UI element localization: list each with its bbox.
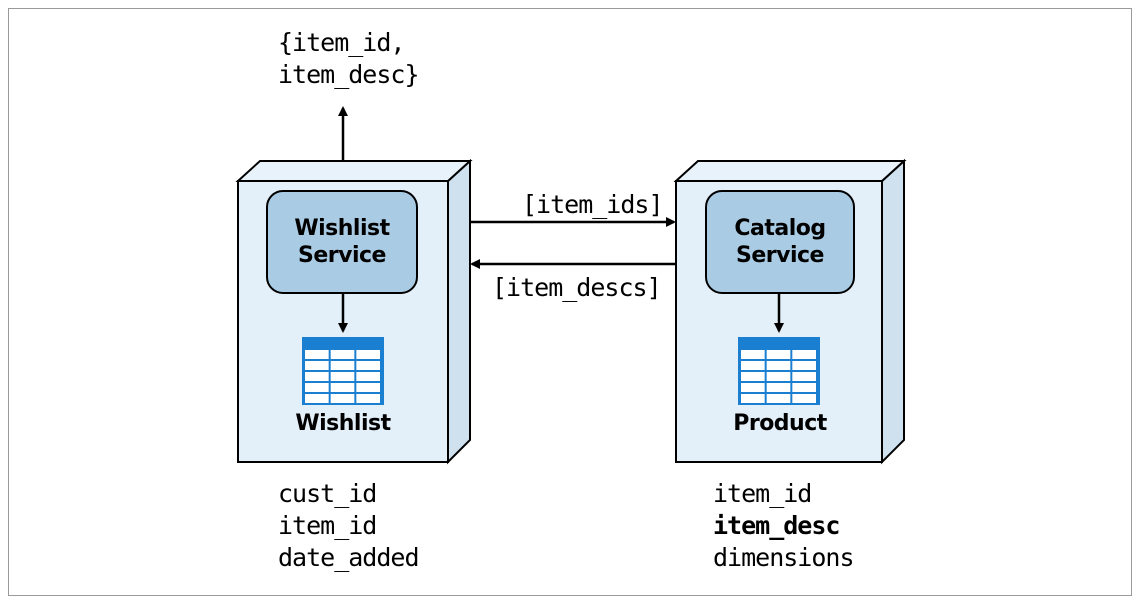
catalog-box-top	[673, 160, 907, 182]
table-cell	[792, 394, 816, 403]
wishlist-field: date_added	[278, 543, 420, 572]
product-table-icon	[738, 337, 820, 405]
table-cell	[305, 361, 329, 370]
wishlist-service-label-line1: Wishlist	[294, 216, 390, 241]
wishlist-fields: cust_id item_id date_added	[278, 478, 420, 574]
table-cell	[792, 372, 816, 381]
table-cell	[766, 394, 791, 403]
wishlist-table-label: Wishlist	[295, 411, 391, 436]
table-cell	[356, 383, 380, 392]
response-label: [item_descs]	[492, 273, 662, 302]
table-cell	[356, 350, 380, 359]
catalog-service-label-line2: Service	[736, 243, 824, 268]
table-cell	[330, 361, 355, 370]
table-frame	[302, 337, 384, 405]
table-cell	[766, 350, 791, 359]
table-cell	[741, 394, 765, 403]
catalog-service-label: Catalog Service	[706, 215, 854, 269]
table-cell	[305, 372, 329, 381]
table-cell	[792, 350, 816, 359]
product-field-highlighted: item_desc	[713, 511, 840, 540]
table-cell	[330, 350, 355, 359]
table-cell	[330, 394, 355, 403]
table-cell	[741, 361, 765, 370]
wishlist-table-icon	[302, 337, 384, 405]
wishlist-box-top	[235, 160, 473, 182]
table-cell	[766, 361, 791, 370]
wishlist-field: item_id	[278, 511, 377, 540]
table-cell	[792, 383, 816, 392]
table-cell	[792, 361, 816, 370]
wishlist-box-side	[447, 158, 471, 465]
table-cell	[305, 383, 329, 392]
table-cell	[330, 372, 355, 381]
table-frame	[738, 337, 820, 405]
wishlist-service-label: Wishlist Service	[267, 215, 417, 269]
table-cell	[305, 394, 329, 403]
table-cell	[766, 372, 791, 381]
output-label-line1: {item_id,	[278, 28, 405, 57]
output-label-line2: item_desc}	[278, 60, 420, 89]
table-cell	[741, 383, 765, 392]
catalog-service-label-line1: Catalog	[734, 216, 826, 241]
table-cell	[766, 383, 791, 392]
table-cell	[356, 361, 380, 370]
table-cell	[741, 372, 765, 381]
table-cell	[741, 350, 765, 359]
diagram-frame	[8, 8, 1132, 596]
request-label: [item_ids]	[522, 190, 664, 219]
table-cell	[330, 383, 355, 392]
catalog-box-side	[881, 158, 905, 465]
table-cell	[356, 372, 380, 381]
table-cell	[305, 350, 329, 359]
product-table-label: Product	[733, 411, 827, 436]
wishlist-service-label-line2: Service	[298, 243, 386, 268]
table-cell	[356, 394, 380, 403]
product-field: item_id	[713, 479, 812, 508]
product-fields: item_id item_desc dimensions	[713, 478, 855, 574]
wishlist-field: cust_id	[278, 479, 377, 508]
product-field: dimensions	[713, 543, 855, 572]
